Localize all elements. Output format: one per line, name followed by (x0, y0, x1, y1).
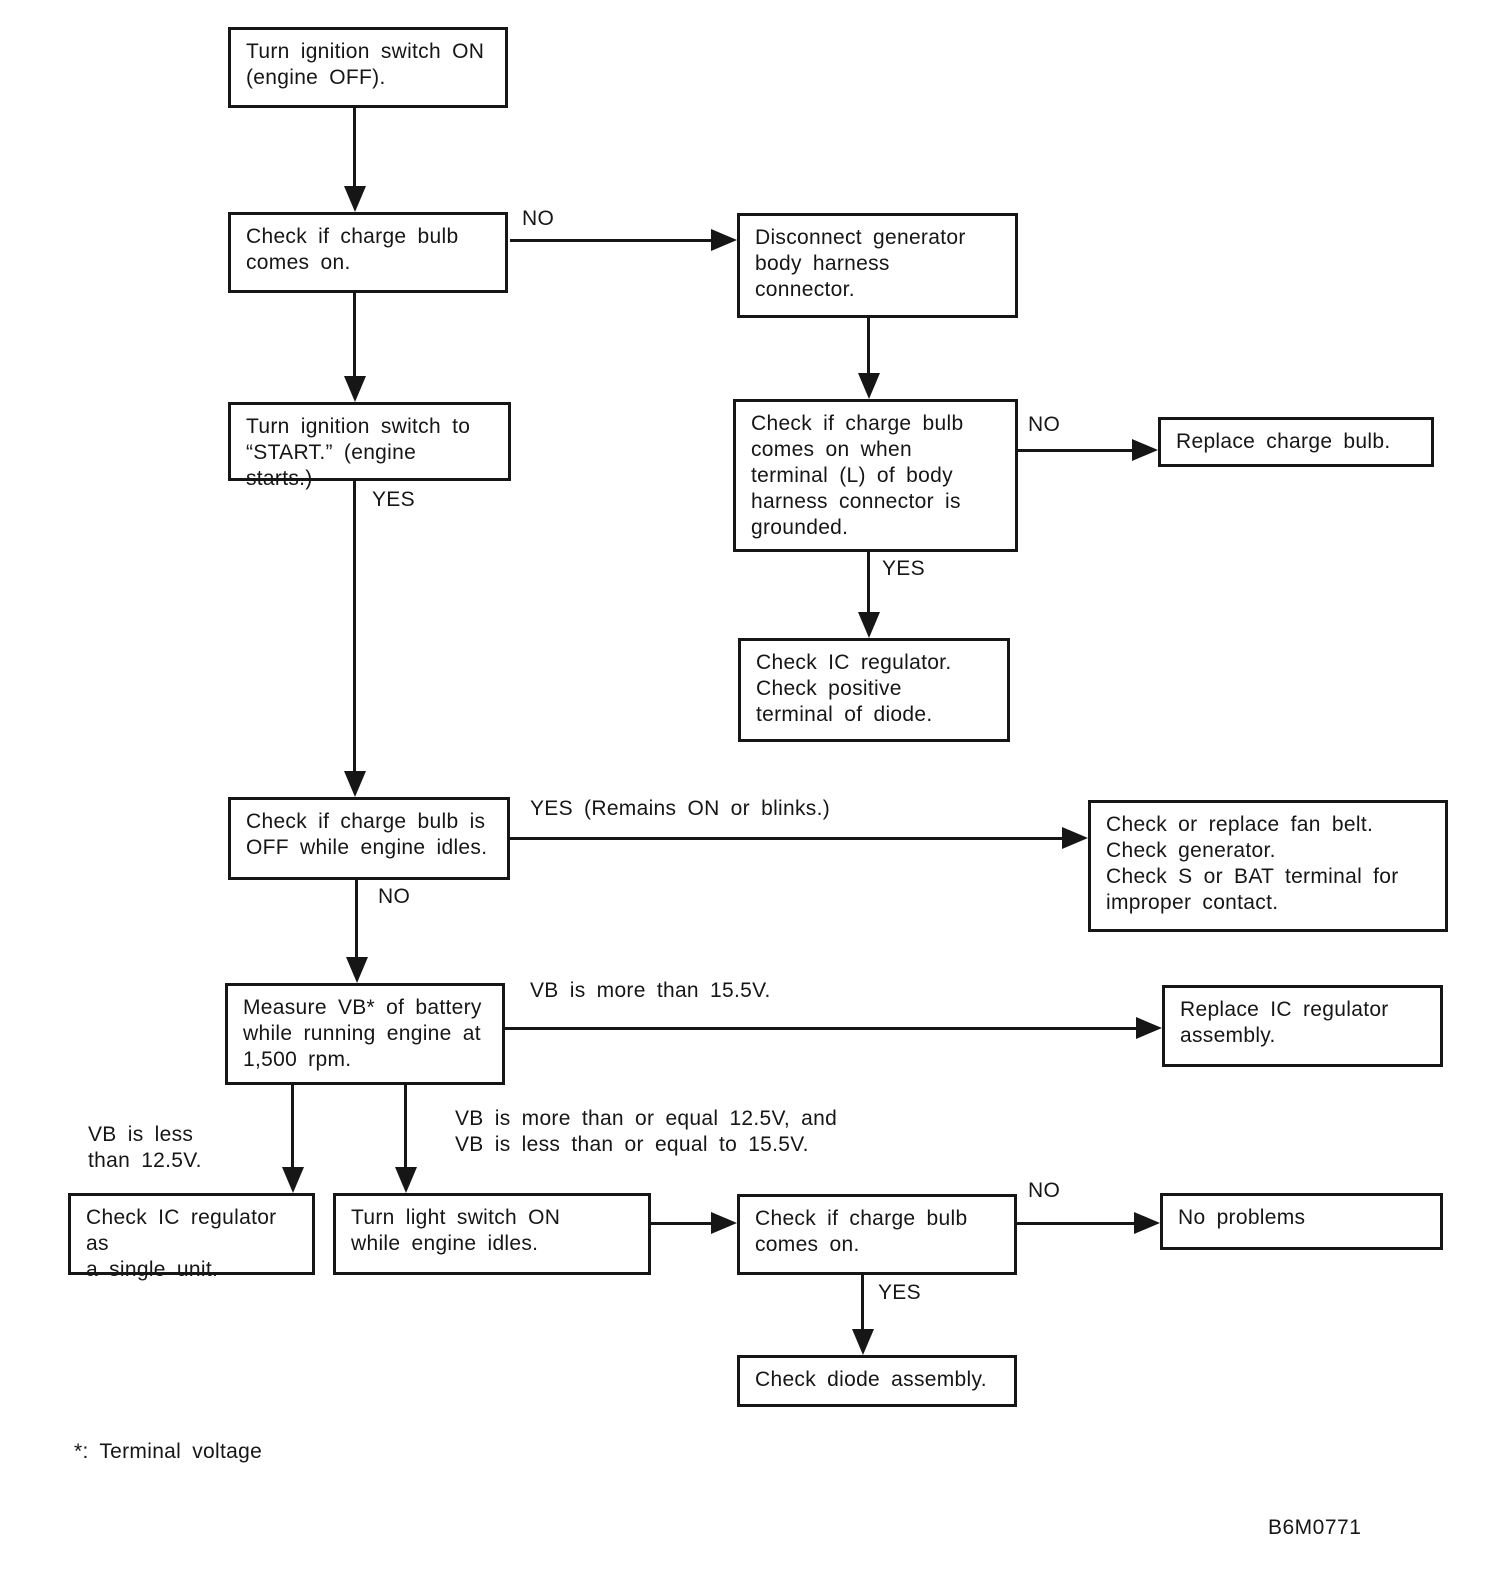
node-ignition-start: Turn ignition switch to “START.” (engine… (228, 402, 511, 490)
figure-code: B6M0771 (1268, 1516, 1362, 1539)
node-check-bulb-on: Check if charge bulb comes on. (228, 212, 508, 293)
flow-line-vertical (291, 1085, 294, 1168)
edge-label-vb-high: VB is more than 15.5V. (530, 979, 771, 1002)
arrow-down-icon (346, 957, 368, 983)
arrow-down-icon (344, 771, 366, 797)
arrow-down-icon (395, 1167, 417, 1193)
arrow-down-icon (858, 373, 880, 399)
edge-label-no: NO (1028, 413, 1061, 436)
node-check-bulb-off-idle: Check if charge bulb is OFF while engine… (228, 797, 510, 880)
node-check-ic-diode: Check IC regulator. Check positive termi… (738, 638, 1010, 742)
edge-label-vb-mid: VB is more than or equal 12.5V, and VB i… (455, 1107, 838, 1156)
flow-line-vertical (404, 1085, 407, 1168)
edge-label-yes: YES (372, 488, 415, 511)
arrow-right-icon (711, 229, 737, 251)
arrow-right-icon (1062, 827, 1088, 849)
edge-label-no: NO (1028, 1179, 1061, 1202)
arrow-down-icon (852, 1329, 874, 1355)
node-light-switch-on: Turn light switch ON while engine idles. (333, 1193, 651, 1275)
arrow-down-icon (344, 186, 366, 212)
arrow-right-icon (1132, 439, 1158, 461)
flow-line-horizontal (1018, 449, 1133, 452)
node-check-bulb-on-2: Check if charge bulb comes on. (737, 1194, 1017, 1275)
edge-label-no: NO (522, 207, 555, 230)
arrow-down-icon (282, 1167, 304, 1193)
edge-label-yes-remains-on: YES (Remains ON or blinks.) (530, 797, 831, 820)
flow-line-vertical (353, 293, 356, 377)
edge-label-vb-low: VB is less than 12.5V. (88, 1123, 202, 1172)
node-check-diode: Check diode assembly. (737, 1355, 1017, 1407)
flow-line-vertical (353, 481, 356, 772)
flow-line-vertical (867, 552, 870, 613)
edge-label-yes: YES (878, 1281, 921, 1304)
flow-line-vertical (353, 108, 356, 188)
node-turn-ignition-on: Turn ignition switch ON (engine OFF). (228, 27, 508, 108)
flow-line-vertical (861, 1275, 864, 1330)
arrow-right-icon (711, 1212, 737, 1234)
node-replace-ic-regulator: Replace IC regulator assembly. (1162, 985, 1443, 1067)
arrow-down-icon (858, 612, 880, 638)
node-check-bulb-grounded: Check if charge bulb comes on when termi… (733, 399, 1018, 552)
edge-label-no: NO (378, 885, 411, 908)
flow-line-horizontal (510, 239, 712, 242)
flow-line-horizontal (510, 837, 1063, 840)
flow-line-horizontal (505, 1027, 1137, 1030)
arrow-right-icon (1136, 1017, 1162, 1039)
node-measure-vb: Measure VB* of battery while running eng… (225, 983, 505, 1085)
node-replace-bulb: Replace charge bulb. (1158, 417, 1434, 467)
arrow-right-icon (1134, 1212, 1160, 1234)
flow-line-vertical (867, 318, 870, 374)
flow-line-vertical (355, 880, 358, 958)
edge-label-yes: YES (882, 557, 925, 580)
flow-line-horizontal (651, 1222, 712, 1225)
footnote-terminal-voltage: *: Terminal voltage (74, 1440, 263, 1463)
node-no-problems: No problems (1160, 1193, 1443, 1250)
node-check-ic-single: Check IC regulator as a single unit. (68, 1193, 315, 1281)
node-check-fan-belt: Check or replace fan belt. Check generat… (1088, 800, 1448, 932)
arrow-down-icon (344, 376, 366, 402)
node-disconnect-connector: Disconnect generator body harness connec… (737, 213, 1018, 318)
flow-line-horizontal (1017, 1222, 1135, 1225)
